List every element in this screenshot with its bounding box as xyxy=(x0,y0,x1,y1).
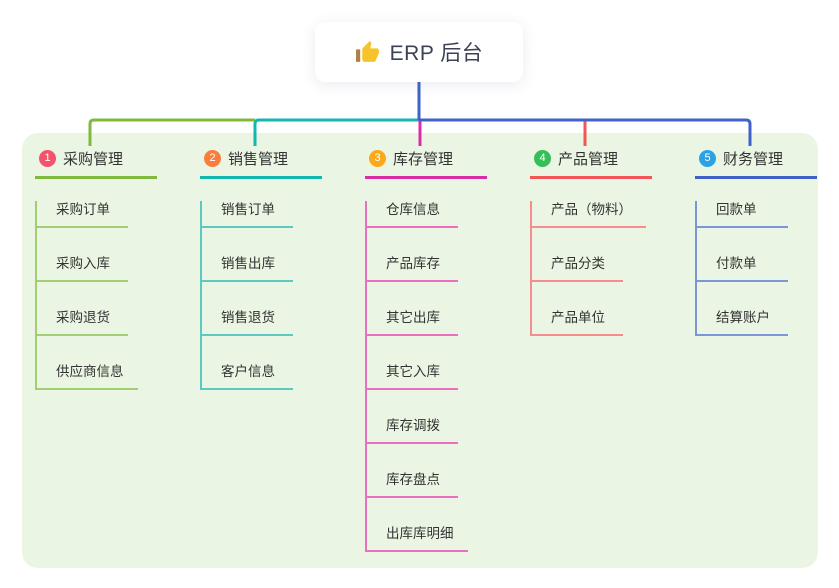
branch-children: 产品（物料） 产品分类产品单位 xyxy=(530,201,652,336)
branch-label: 采购管理 xyxy=(63,151,124,168)
branch-children: 回款单付款单结算账户 xyxy=(695,201,817,336)
child-node[interactable]: 其它出库 xyxy=(367,309,458,336)
branch-children: 采购订单采购入库采购退货供应商信息 xyxy=(35,201,157,390)
branch-label: 销售管理 xyxy=(228,151,289,168)
branch-children: 销售订单销售出库销售退货客户信息 xyxy=(200,201,322,390)
child-node[interactable]: 产品库存 xyxy=(367,255,458,282)
branch-header[interactable]: 3 库存管理 xyxy=(365,148,487,179)
child-node[interactable]: 客户信息 xyxy=(202,363,293,390)
branch-4: 4 产品管理产品（物料） 产品分类产品单位 xyxy=(530,148,652,336)
branch-header[interactable]: 2 销售管理 xyxy=(200,148,322,179)
branch-number-badge: 1 xyxy=(39,150,56,167)
branch-number-badge: 4 xyxy=(534,150,551,167)
branch-2: 2 销售管理销售订单销售出库销售退货客户信息 xyxy=(200,148,322,390)
mindmap-panel xyxy=(22,133,818,568)
root-title: ERP 后台 xyxy=(389,42,484,65)
branch-5: 5 财务管理回款单付款单结算账户 xyxy=(695,148,817,336)
branch-header[interactable]: 1 采购管理 xyxy=(35,148,157,179)
child-node[interactable]: 采购订单 xyxy=(37,201,128,228)
branch-label: 库存管理 xyxy=(393,151,454,168)
child-node[interactable]: 库存调拨 xyxy=(367,417,458,444)
child-node[interactable]: 库存盘点 xyxy=(367,471,458,498)
child-node[interactable]: 出库库明细 xyxy=(367,525,468,552)
child-node[interactable]: 产品分类 xyxy=(532,255,623,282)
thumbs-up-icon xyxy=(355,40,379,62)
branch-header[interactable]: 5 财务管理 xyxy=(695,148,817,179)
child-node[interactable]: 结算账户 xyxy=(697,309,788,336)
branch-number-badge: 5 xyxy=(699,150,716,167)
child-node[interactable]: 其它入库 xyxy=(367,363,458,390)
child-node[interactable]: 付款单 xyxy=(697,255,788,282)
child-node[interactable]: 产品（物料） xyxy=(532,201,646,228)
branch-1: 1 采购管理采购订单采购入库采购退货供应商信息 xyxy=(35,148,157,390)
branch-3: 3 库存管理仓库信息产品库存其它出库其它入库库存调拨库存盘点出库库明细 xyxy=(365,148,487,552)
root-node[interactable]: ERP 后台 xyxy=(315,22,523,82)
child-node[interactable]: 仓库信息 xyxy=(367,201,458,228)
child-node[interactable]: 销售订单 xyxy=(202,201,293,228)
child-node[interactable]: 销售出库 xyxy=(202,255,293,282)
child-node[interactable]: 销售退货 xyxy=(202,309,293,336)
child-node[interactable]: 采购退货 xyxy=(37,309,128,336)
branch-number-badge: 3 xyxy=(369,150,386,167)
branch-children: 仓库信息产品库存其它出库其它入库库存调拨库存盘点出库库明细 xyxy=(365,201,487,552)
child-node[interactable]: 采购入库 xyxy=(37,255,128,282)
branch-label: 财务管理 xyxy=(723,151,784,168)
branch-header[interactable]: 4 产品管理 xyxy=(530,148,652,179)
child-node[interactable]: 产品单位 xyxy=(532,309,623,336)
child-node[interactable]: 回款单 xyxy=(697,201,788,228)
branch-number-badge: 2 xyxy=(204,150,221,167)
branch-label: 产品管理 xyxy=(558,151,619,168)
child-node[interactable]: 供应商信息 xyxy=(37,363,138,390)
